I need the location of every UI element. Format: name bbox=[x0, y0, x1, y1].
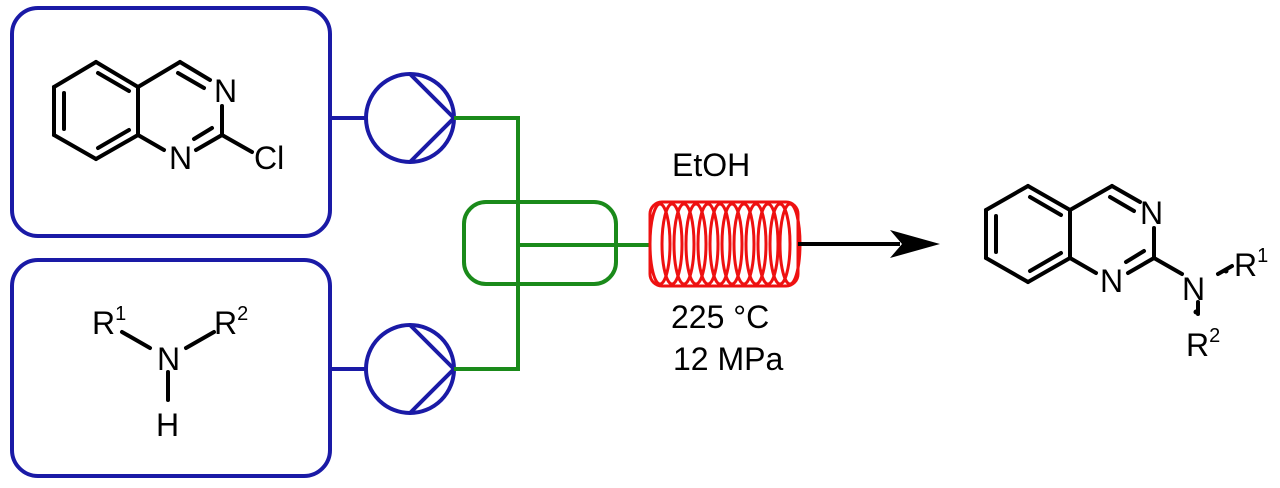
atom-h: H bbox=[156, 407, 179, 443]
reactor-pressure: 12 MPa bbox=[673, 341, 783, 377]
atom-cl: Cl bbox=[254, 140, 284, 176]
coil-reactor-icon bbox=[648, 200, 802, 288]
reservoir-2: R1 R2 N H bbox=[10, 258, 332, 478]
pump-1-icon bbox=[364, 72, 456, 164]
reactor-temperature: 225 °C bbox=[671, 299, 769, 335]
pump-2-icon bbox=[364, 323, 456, 415]
atom-n: N bbox=[157, 341, 180, 377]
product-atom-n1: N bbox=[1100, 263, 1123, 299]
product-atom-n3: N bbox=[1140, 195, 1163, 231]
pump-2-outlet-tube bbox=[454, 245, 520, 371]
amine-structure bbox=[120, 330, 216, 402]
atom-n3: N bbox=[214, 73, 237, 109]
product-atom-n-amine: N bbox=[1182, 271, 1205, 307]
atom-r2: R2 bbox=[214, 303, 248, 341]
bond-dot-r2 bbox=[1193, 309, 1199, 315]
reservoir-1: N N Cl bbox=[10, 6, 332, 238]
bond-dot-r1 bbox=[1223, 268, 1229, 274]
product-structure: N N N R1 R2 bbox=[984, 184, 1268, 363]
atom-n1: N bbox=[169, 140, 192, 176]
reservoir-1-box bbox=[10, 6, 332, 238]
mixer-assembly bbox=[454, 116, 650, 371]
atom-r1: R1 bbox=[92, 303, 126, 341]
reaction-arrow-icon bbox=[798, 230, 940, 258]
chloroquinazoline-structure bbox=[52, 60, 254, 161]
product-atom-r1: R1 bbox=[1234, 245, 1268, 283]
product-atom-r2: R2 bbox=[1186, 325, 1220, 363]
reactor-solvent: EtOH bbox=[672, 147, 750, 183]
